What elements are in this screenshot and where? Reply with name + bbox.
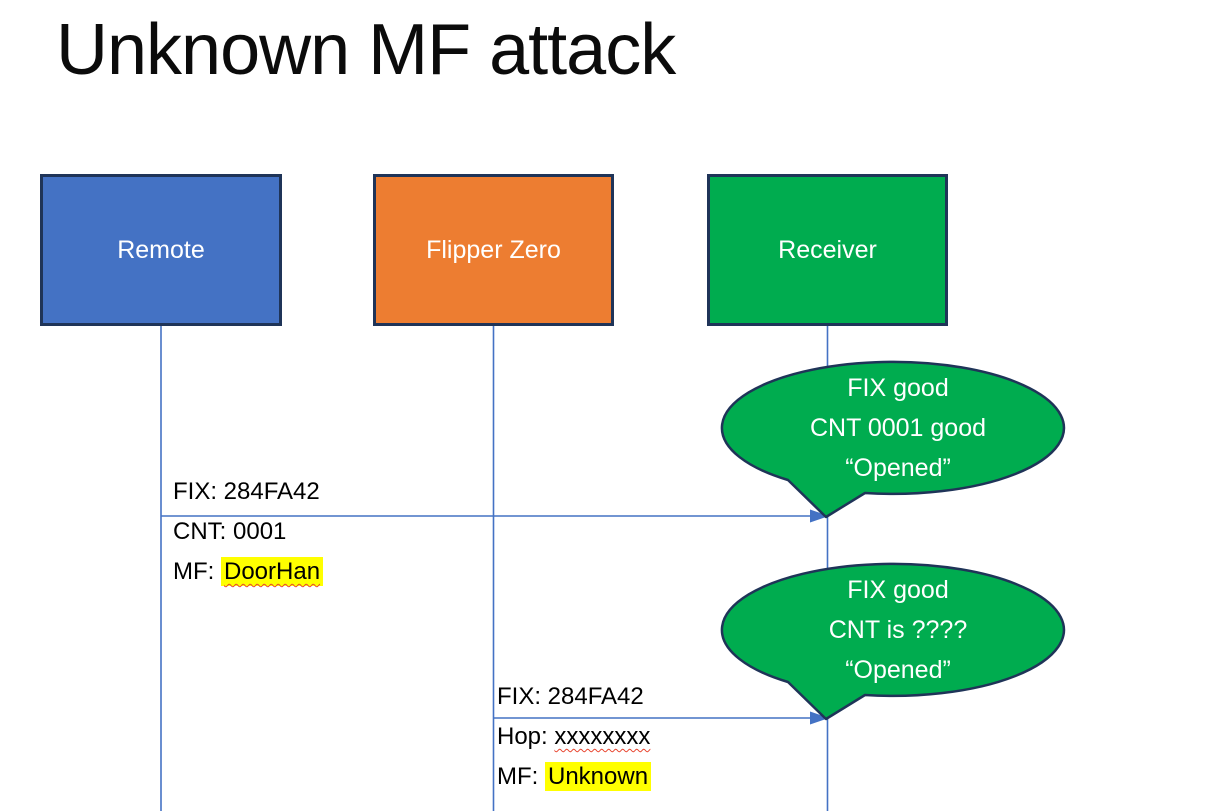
message-line-mf: MF: DoorHan (173, 552, 324, 592)
page-title: Unknown MF attack (56, 10, 676, 90)
callout-2-text: FIX good CNT is ???? “Opened” (726, 570, 1070, 690)
callout-line: CNT 0001 good (809, 414, 987, 442)
message-line-fix: FIX: 284FA42 (173, 478, 320, 505)
actor-label-flipper-zero: Flipper Zero (426, 235, 561, 264)
arrowhead-remote-to-receiver-icon (810, 509, 829, 523)
mf-value-highlighted: Unknown (545, 762, 652, 791)
callout-1-text: FIX good CNT 0001 good “Opened” (726, 368, 1070, 488)
hop-value: xxxxxxxx (554, 723, 651, 750)
callout-line: FIX good (847, 576, 949, 604)
message-remote-to-receiver: FIX: 284FA42 CNT: 0001 MF: DoorHan (173, 472, 324, 592)
actor-label-receiver: Receiver (778, 235, 877, 264)
message-line-fix: FIX: 284FA42 (497, 683, 644, 710)
mf-label: MF: (173, 558, 221, 585)
actor-box-remote: Remote (40, 174, 282, 326)
callout-line: “Opened” (845, 656, 951, 684)
actor-box-flipper-zero: Flipper Zero (373, 174, 614, 326)
message-line-hop: Hop: xxxxxxxx (497, 717, 651, 757)
mf-label: MF: (497, 763, 545, 790)
message-line-cnt: CNT: 0001 (173, 518, 287, 545)
message-line-mf: MF: Unknown (497, 757, 652, 797)
hop-label: Hop: (497, 723, 555, 750)
actor-box-receiver: Receiver (707, 174, 948, 326)
actor-label-remote: Remote (117, 235, 205, 264)
mf-value-highlighted: DoorHan (221, 557, 324, 586)
callout-line: CNT is ???? (828, 616, 968, 644)
callout-2-bubble (720, 562, 1066, 721)
callout-line: “Opened” (845, 454, 951, 482)
arrowhead-flipper-to-receiver-icon (810, 711, 829, 725)
callout-1-bubble (720, 360, 1066, 519)
callout-line: FIX good (847, 374, 949, 402)
message-flipper-to-receiver: FIX: 284FA42 Hop: xxxxxxxx MF: Unknown (497, 677, 652, 797)
